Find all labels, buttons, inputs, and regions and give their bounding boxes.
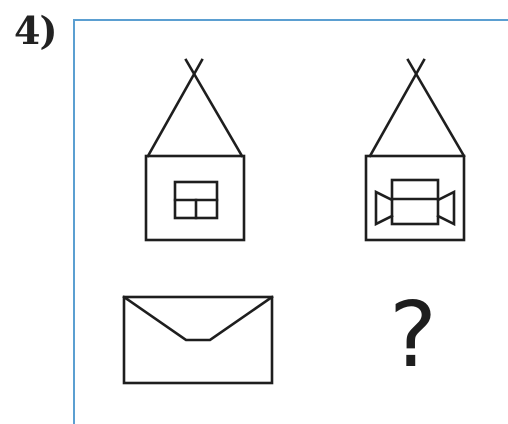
envelope-flap <box>124 297 272 340</box>
question-mark: ? <box>378 286 448 386</box>
house-wide-window-figure <box>362 48 472 244</box>
wide-window <box>392 180 438 224</box>
house-wall <box>146 156 244 240</box>
envelope-figure <box>118 292 278 388</box>
house-small-window-figure <box>140 48 250 244</box>
right-shutter <box>438 192 454 224</box>
left-shutter <box>376 192 392 224</box>
problem-number: 4) <box>14 12 56 50</box>
roof-right-edge <box>186 60 242 156</box>
roof-right-edge <box>408 60 464 156</box>
